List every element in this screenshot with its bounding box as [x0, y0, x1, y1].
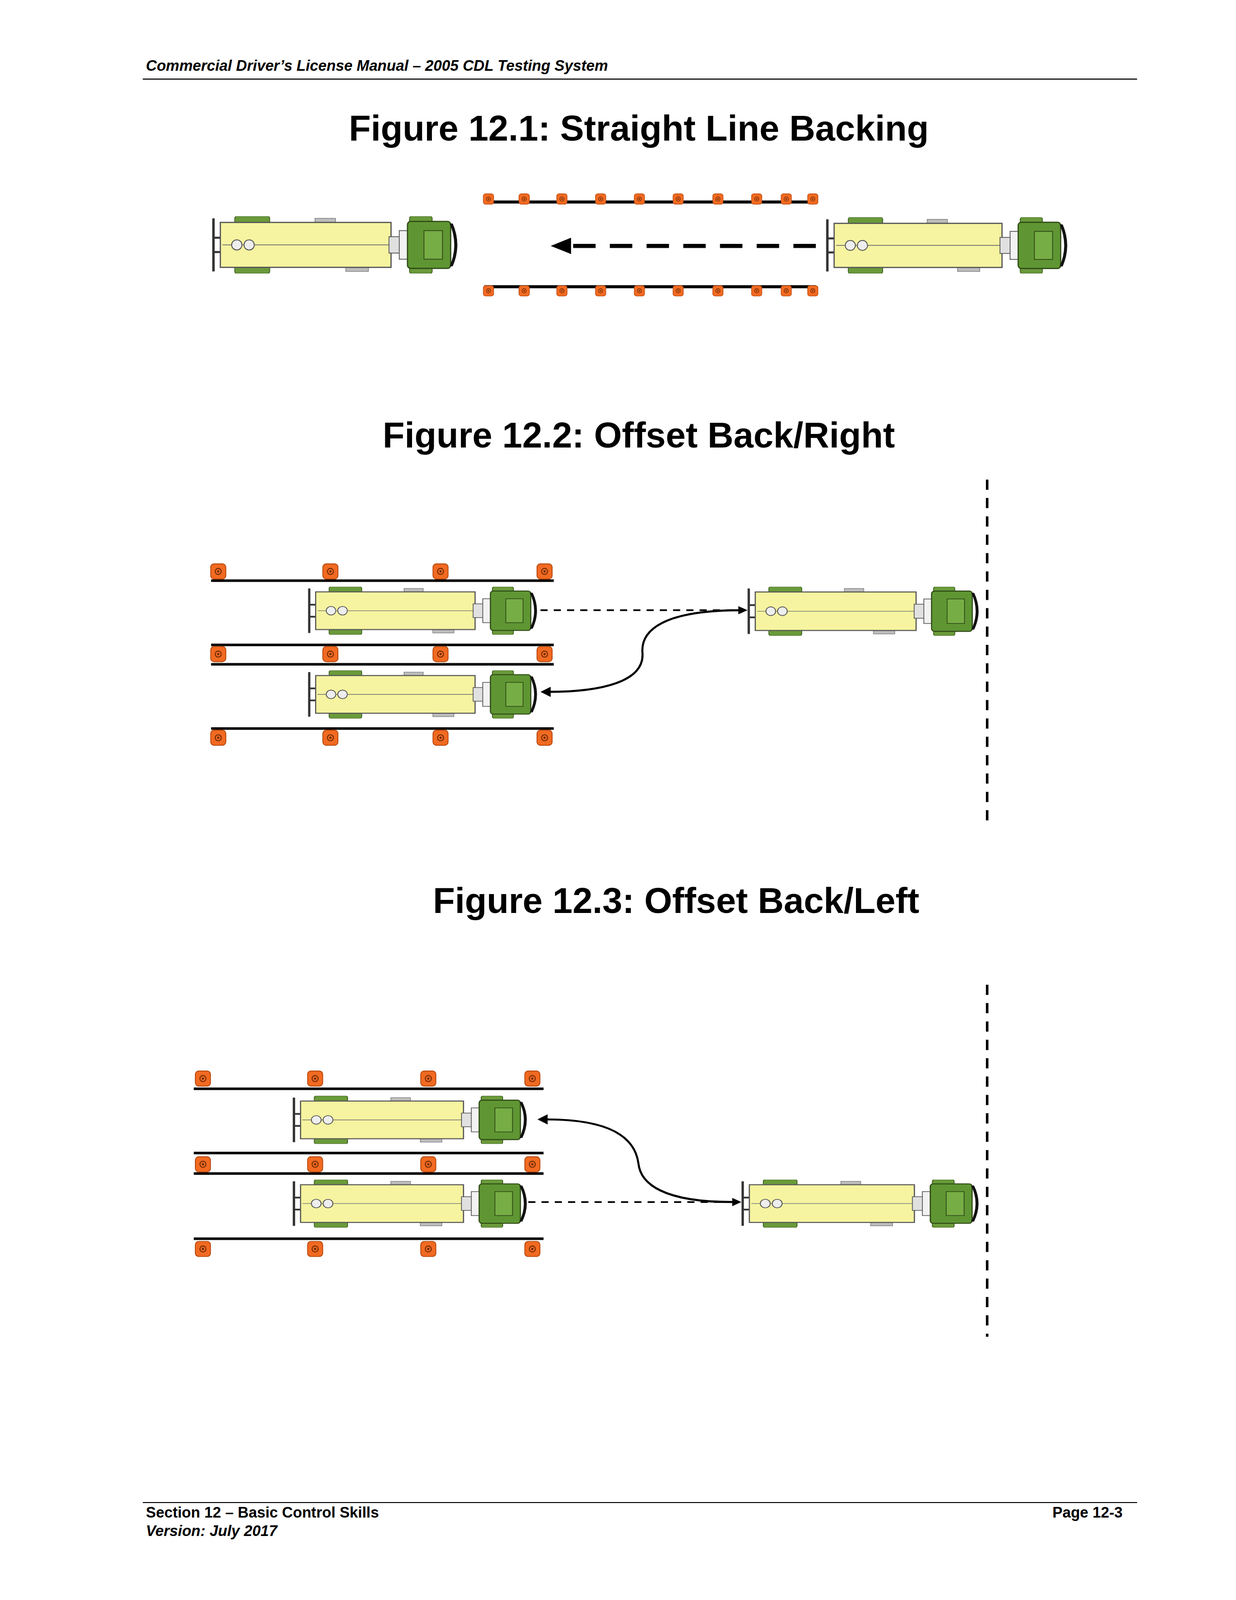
traffic-cone: [307, 1070, 323, 1086]
traffic-cone: [432, 729, 448, 745]
traffic-cone: [751, 193, 762, 205]
traffic-cone: [483, 285, 494, 296]
traffic-cone: [807, 193, 818, 205]
traffic-cone: [595, 193, 606, 205]
traffic-cone: [595, 285, 606, 296]
traffic-cone: [633, 193, 645, 205]
traffic-cone: [807, 285, 818, 296]
traffic-cone: [780, 285, 792, 296]
traffic-cone: [672, 193, 683, 205]
traffic-cone: [307, 1156, 323, 1172]
traffic-cone: [519, 193, 530, 205]
traffic-cone: [420, 1156, 436, 1172]
traffic-cone: [195, 1156, 211, 1172]
traffic-cone: [322, 729, 338, 745]
traffic-cone: [420, 1240, 436, 1256]
traffic-cone: [420, 1070, 436, 1086]
traffic-cone: [712, 285, 723, 296]
traffic-cone: [537, 729, 553, 745]
figure-title: Figure 12.1: Straight Line Backing: [348, 107, 930, 149]
traffic-cone: [322, 646, 338, 662]
footer-version: Version: July 2017: [145, 1521, 278, 1540]
page-number: Page 12-3: [1052, 1503, 1123, 1522]
figure-title: Figure 12.2: Offset Back/Right: [382, 414, 896, 456]
traffic-cone: [524, 1156, 540, 1172]
traffic-cone: [210, 729, 226, 745]
figure-title: Figure 12.3: Offset Back/Left: [432, 879, 920, 921]
traffic-cone: [712, 193, 723, 205]
page-header: Commercial Driver’s License Manual – 200…: [145, 57, 608, 75]
traffic-cone: [751, 285, 762, 296]
traffic-cone: [210, 646, 226, 662]
traffic-cone: [556, 285, 568, 296]
traffic-cone: [432, 646, 448, 662]
traffic-cone: [483, 193, 494, 205]
traffic-cone: [556, 193, 568, 205]
traffic-cone: [195, 1240, 211, 1256]
traffic-cone: [210, 563, 226, 579]
traffic-cone: [307, 1240, 323, 1256]
traffic-cone: [519, 285, 530, 296]
traffic-cone: [195, 1070, 211, 1086]
traffic-cone: [322, 563, 338, 579]
traffic-cone: [780, 193, 792, 205]
traffic-cone: [432, 563, 448, 579]
traffic-cone: [537, 646, 553, 662]
traffic-cone: [524, 1240, 540, 1256]
footer-section: Section 12 – Basic Control Skills: [145, 1503, 380, 1522]
traffic-cone: [524, 1070, 540, 1086]
traffic-cone: [537, 563, 553, 579]
traffic-cone: [633, 285, 645, 296]
traffic-cone: [672, 285, 683, 296]
